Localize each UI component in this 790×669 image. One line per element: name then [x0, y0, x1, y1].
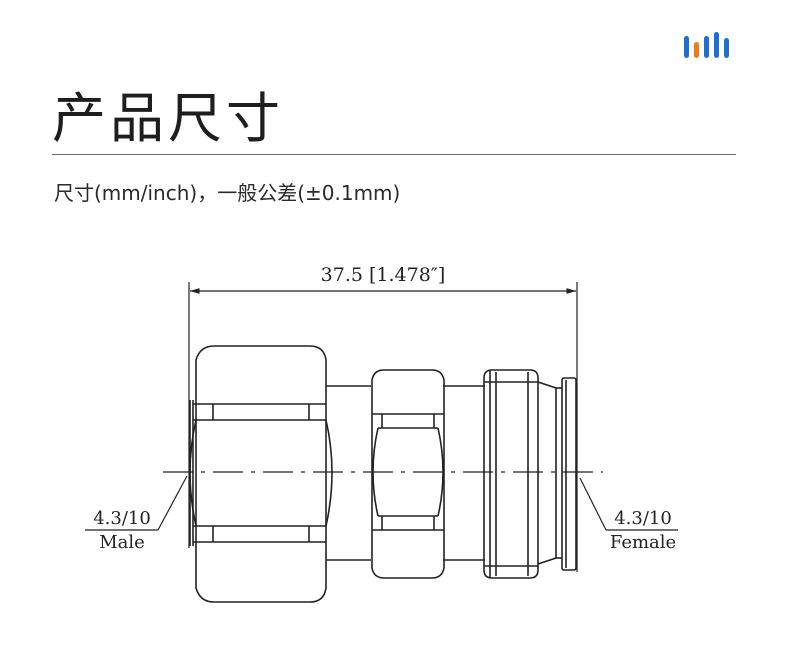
male-coupling-nut	[189, 345, 333, 603]
connector-dimension-drawing: 37.5 [1.478″]	[85, 264, 678, 603]
connector-body	[326, 385, 485, 561]
brand-logo	[684, 32, 729, 58]
tolerance-note: 尺寸(mm/inch)，一般公差(±0.1mm)	[54, 181, 401, 205]
logo-bar-4	[714, 32, 719, 58]
male-callout-type: 4.3/10	[93, 508, 151, 529]
title-divider	[52, 154, 736, 155]
logo-bar-5	[724, 38, 729, 58]
female-callout-leader	[579, 477, 678, 531]
male-callout-leader	[85, 475, 188, 531]
page-title: 产品尺寸	[52, 87, 284, 150]
female-interface	[483, 369, 577, 579]
female-callout-type: 4.3/10	[614, 508, 672, 529]
male-callout-gender: Male	[99, 532, 145, 553]
middle-hex-body	[371, 369, 445, 579]
female-callout-gender: Female	[610, 532, 676, 553]
logo-bar-2	[694, 42, 699, 58]
overall-length-dimension	[188, 282, 578, 572]
logo-bar-1	[684, 36, 689, 58]
logo-bar-3	[704, 36, 709, 58]
overall-length-label: 37.5 [1.478″]	[321, 264, 446, 286]
